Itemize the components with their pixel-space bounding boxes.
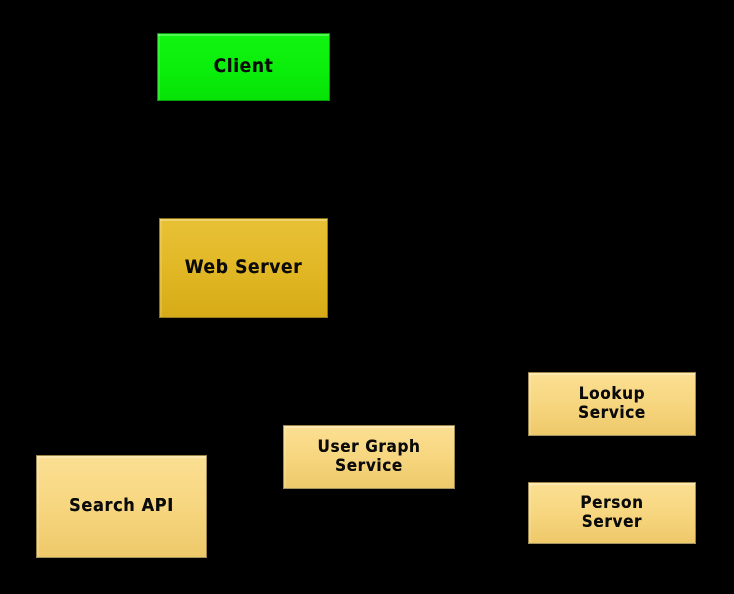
diagram-node-client[interactable]: Client — [157, 33, 330, 101]
diagram-node-search-api[interactable]: Search API — [36, 455, 207, 558]
diagram-node-person-server[interactable]: Person Server — [528, 482, 696, 544]
diagram-node-user-graph-service[interactable]: User Graph Service — [283, 425, 455, 489]
diagram-node-label-user-graph-service: User Graph Service — [317, 436, 421, 476]
diagram-node-web-server[interactable]: Web Server — [159, 218, 328, 318]
diagram-node-label-person-server: Person Server — [580, 492, 644, 532]
diagram-node-label-client: Client — [213, 55, 274, 78]
diagram-node-label-web-server: Web Server — [184, 256, 303, 279]
diagram-node-label-lookup-service: Lookup Service — [578, 383, 646, 423]
diagram-node-label-search-api: Search API — [69, 495, 174, 517]
diagram-node-lookup-service[interactable]: Lookup Service — [528, 372, 696, 436]
